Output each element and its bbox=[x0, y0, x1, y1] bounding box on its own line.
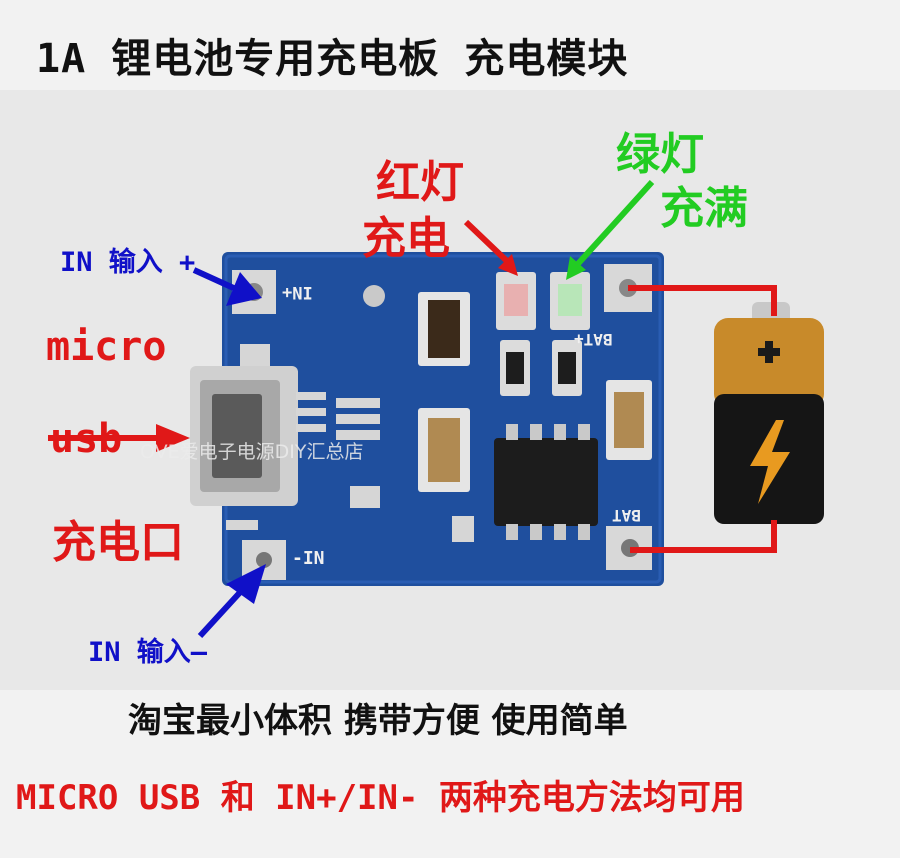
in-plus-arrow bbox=[192, 267, 262, 306]
green-light-label: 绿灯 bbox=[616, 129, 704, 180]
silk-in-minus: -IN bbox=[292, 548, 325, 569]
micro-label: micro bbox=[46, 324, 167, 370]
page-title: 1A 锂电池专用充电板 充电模块 bbox=[36, 36, 629, 82]
red-led-arrow bbox=[463, 219, 518, 276]
charging-board bbox=[190, 252, 664, 586]
silk-bat-plus: BAT+ bbox=[574, 330, 613, 349]
silk-in-plus: IN+ bbox=[282, 282, 313, 302]
caption: 淘宝最小体积 携带方便 使用简单 bbox=[128, 701, 628, 741]
watermark: OVE爱电子电源DIY汇总店 bbox=[140, 441, 364, 463]
silk-bat-minus: BAT bbox=[612, 506, 641, 525]
micro-usb-arrow bbox=[48, 424, 190, 452]
green-led-arrow bbox=[566, 179, 655, 280]
usb-label: usb bbox=[50, 416, 123, 462]
battery-icon bbox=[714, 302, 824, 524]
red-charge-label: 充电 bbox=[362, 213, 450, 264]
footer-note: MICRO USB 和 IN+/IN- 两种充电方法均可用 bbox=[16, 778, 745, 818]
in-minus-label: IN 输入— bbox=[88, 637, 208, 668]
red-light-label: 红灯 bbox=[376, 157, 464, 208]
in-plus-label: IN 输入 + bbox=[60, 247, 196, 278]
charge-port-label: 充电口 bbox=[52, 517, 184, 568]
in-minus-arrow bbox=[197, 564, 266, 639]
green-full-label: 充满 bbox=[660, 183, 748, 234]
